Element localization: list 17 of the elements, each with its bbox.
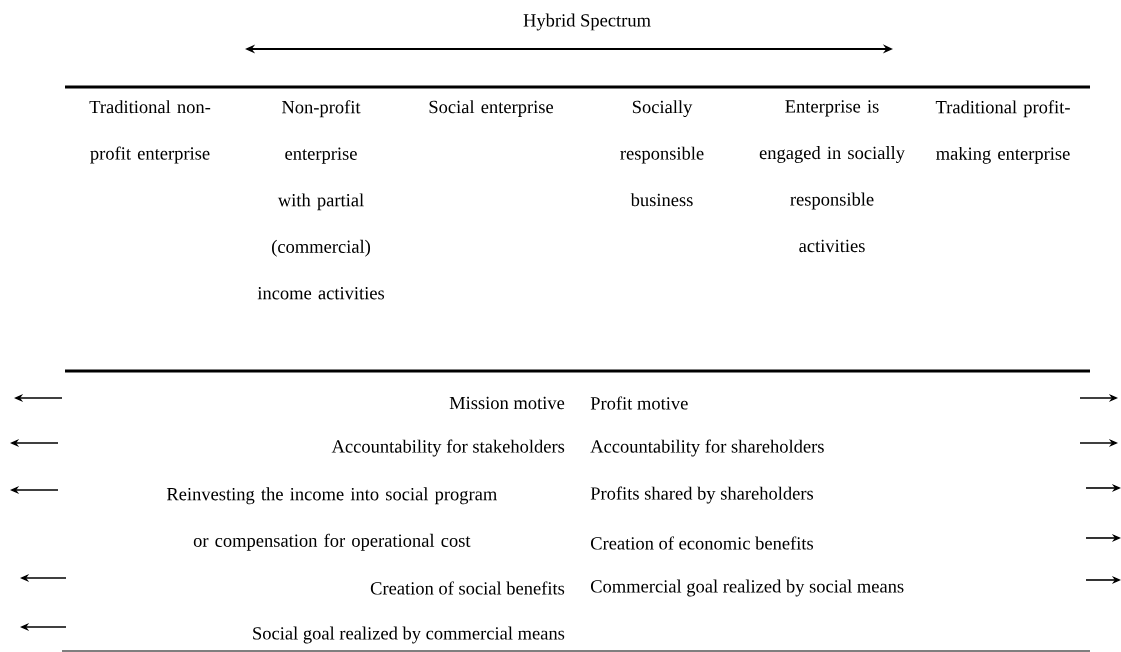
column-heading: Traditional non-profit enterprise xyxy=(89,100,211,164)
column-heading: Traditional profit-making enterprise xyxy=(935,100,1070,164)
column-heading: Socially responsible business xyxy=(620,100,704,207)
title: Hybrid Spectrum xyxy=(523,13,651,31)
row-text: Social goal realized by commercial means xyxy=(253,626,565,644)
row-text: Accountability for shareholders xyxy=(590,439,824,457)
row-text: Mission motive xyxy=(449,396,565,410)
row-text: Profits shared by shareholders xyxy=(590,486,814,504)
row-text: Reinvesting the income into social program or compensation for operational cost xyxy=(166,487,497,551)
row-text: Accountability for stakeholders xyxy=(331,439,565,457)
column-heading: Enterprise is engaged in socially responsible activities xyxy=(759,100,905,253)
row-text: Creation of social benefits xyxy=(370,581,565,595)
row-text: Profit motive xyxy=(590,396,688,410)
row-text: Commercial goal realized by social means xyxy=(590,579,904,597)
column-heading: Non-profit enterprise with partial (commercial) income activities xyxy=(257,100,385,300)
column-heading: Social enterprise xyxy=(429,100,554,117)
row-text: Creation of economic benefits xyxy=(590,536,814,550)
